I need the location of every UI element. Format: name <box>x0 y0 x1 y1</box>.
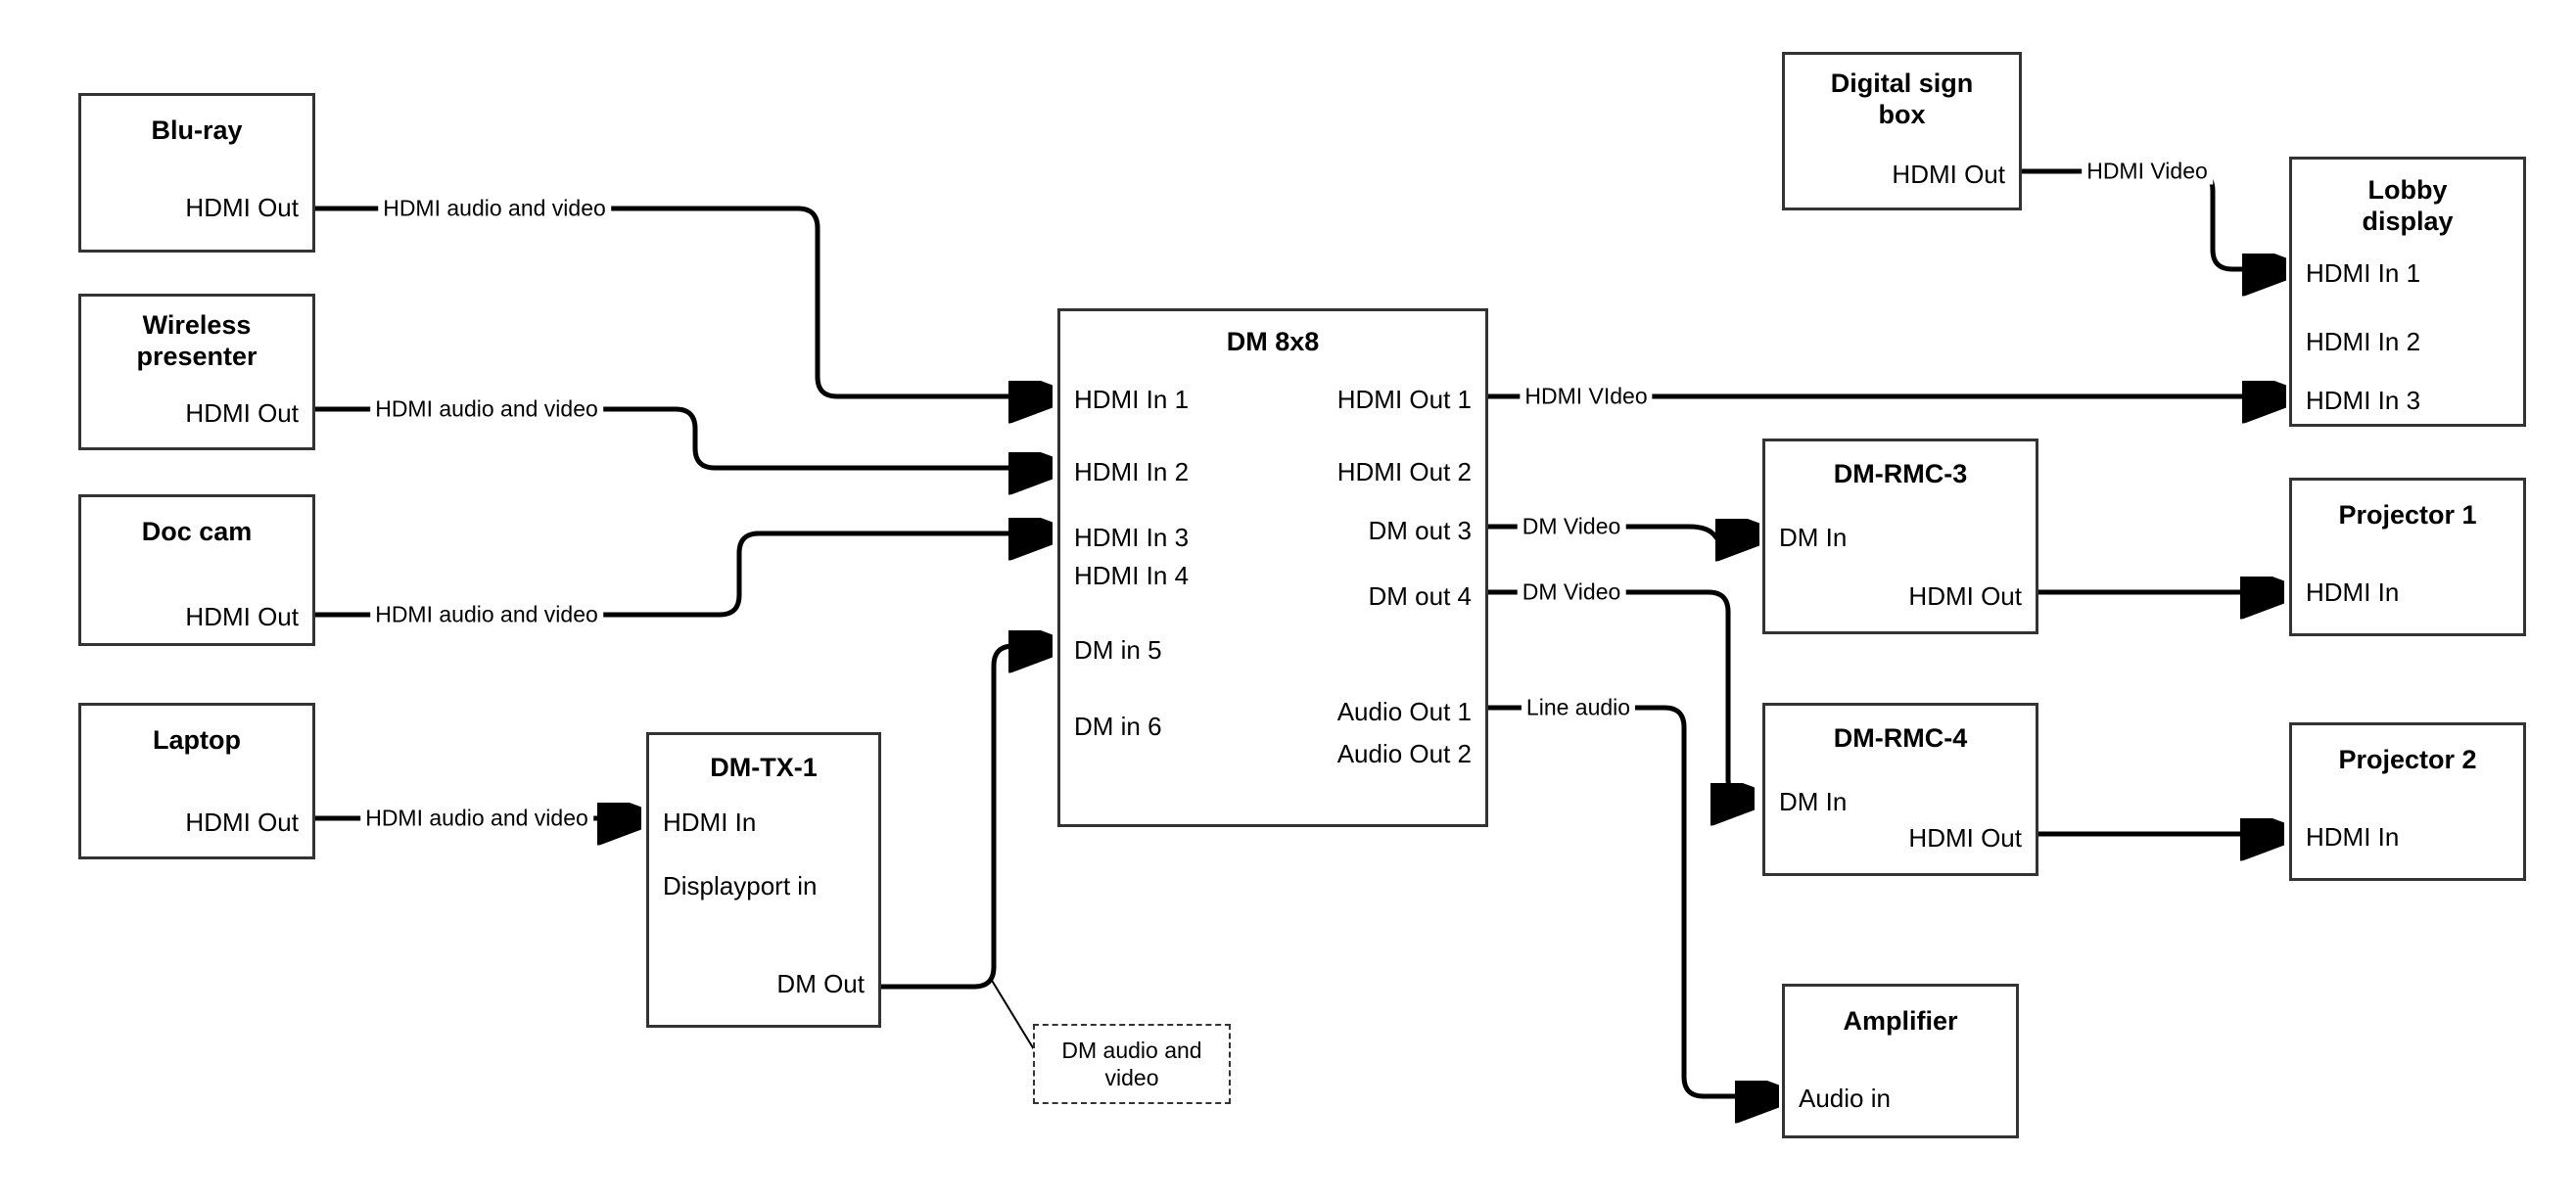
wire-label-doccam: HDMI audio and video <box>370 601 603 628</box>
node-projector-1-title: Projector 1 <box>2338 500 2477 530</box>
node-dm-8x8-title: DM 8x8 <box>1226 327 1320 356</box>
node-digital-sign-box-port-hdmi-out[interactable]: HDMI Out <box>1892 160 2005 189</box>
node-dm-8x8-port-audio-out-1[interactable]: Audio Out 1 <box>1336 697 1472 726</box>
node-wireless-presenter-port-hdmi-out[interactable]: HDMI Out <box>185 398 299 428</box>
node-doc-cam-title: Doc cam <box>141 517 253 546</box>
node-lobby-display[interactable]: Lobby display HDMI In 1 HDMI In 2 HDMI I… <box>2289 157 2526 427</box>
node-doc-cam[interactable]: Doc cam HDMI Out <box>78 494 315 646</box>
wire-label-laptop: HDMI audio and video <box>360 805 593 832</box>
node-dm-8x8[interactable]: DM 8x8 HDMI In 1 HDMI In 2 HDMI In 3 HDM… <box>1057 308 1488 827</box>
node-dm-tx-1-title: DM-TX-1 <box>710 753 818 782</box>
node-bluray[interactable]: Blu-ray HDMI Out <box>78 93 315 253</box>
node-lobby-display-port-hdmi-in-2[interactable]: HDMI In 2 <box>2306 327 2421 356</box>
wire-audio-out-1-to-amplifier <box>1488 705 1772 1096</box>
note-dm-audio-and-video: DM audio and video <box>1033 1024 1231 1104</box>
wire-label-dm-out-4: DM Video <box>1517 578 1626 606</box>
node-lobby-display-title-line1: Lobby <box>2367 175 2448 205</box>
node-dm-rmc-4-port-hdmi-out[interactable]: HDMI Out <box>1908 823 2022 853</box>
node-dm-8x8-port-hdmi-in-3[interactable]: HDMI In 3 <box>1074 523 1190 552</box>
wire-label-bluray: HDMI audio and video <box>378 195 611 222</box>
wire-dmtx1-to-dm-in-5 <box>881 646 1046 990</box>
node-dm-8x8-port-dm-in-5[interactable]: DM in 5 <box>1074 635 1162 665</box>
node-dm-8x8-port-dm-out-3[interactable]: DM out 3 <box>1368 516 1473 545</box>
node-laptop-port-hdmi-out[interactable]: HDMI Out <box>185 808 299 837</box>
node-dm-tx-1-port-dm-out[interactable]: DM Out <box>776 969 865 998</box>
node-projector-2[interactable]: Projector 2 HDMI In <box>2289 722 2526 881</box>
node-dm-rmc-3-port-dm-in[interactable]: DM In <box>1779 523 1848 552</box>
node-dm-8x8-port-hdmi-in-1[interactable]: HDMI In 1 <box>1074 385 1190 414</box>
node-wireless-presenter-title-line1: Wireless <box>142 310 252 340</box>
wire-label-dm-out-3: DM Video <box>1517 513 1626 540</box>
node-bluray-port-hdmi-out[interactable]: HDMI Out <box>185 193 299 222</box>
node-laptop[interactable]: Laptop HDMI Out <box>78 703 315 859</box>
node-amplifier-title: Amplifier <box>1843 1006 1958 1036</box>
node-digital-sign-box-title-line2: box <box>1878 100 1926 129</box>
node-dm-8x8-port-hdmi-in-2[interactable]: HDMI In 2 <box>1074 457 1190 486</box>
node-digital-sign-box[interactable]: Digital sign box HDMI Out <box>1782 52 2022 210</box>
wire-digitalsign-to-lobby-hdmi-in-1 <box>2022 168 2279 269</box>
node-projector-2-port-hdmi-in[interactable]: HDMI In <box>2306 822 2400 852</box>
note-line-2: video <box>1104 1065 1159 1090</box>
note-line-1: DM audio and <box>1061 1037 1202 1063</box>
node-dm-8x8-port-dm-out-4[interactable]: DM out 4 <box>1368 581 1473 611</box>
node-dm-8x8-port-hdmi-out-1[interactable]: HDMI Out 1 <box>1336 385 1472 414</box>
node-dm-rmc-4[interactable]: DM-RMC-4 DM In HDMI Out <box>1762 703 2038 876</box>
node-amplifier-port-audio-in[interactable]: Audio in <box>1799 1084 1891 1113</box>
node-laptop-title: Laptop <box>153 725 241 755</box>
node-dm-tx-1[interactable]: DM-TX-1 HDMI In Displayport in DM Out <box>646 732 881 1028</box>
node-lobby-display-port-hdmi-in-3[interactable]: HDMI In 3 <box>2306 386 2421 415</box>
node-dm-tx-1-port-hdmi-in[interactable]: HDMI In <box>663 808 757 837</box>
node-dm-8x8-port-hdmi-out-2[interactable]: HDMI Out 2 <box>1336 457 1472 486</box>
node-dm-rmc-3-port-hdmi-out[interactable]: HDMI Out <box>1908 581 2022 611</box>
node-bluray-title: Blu-ray <box>151 115 243 145</box>
node-doc-cam-port-hdmi-out[interactable]: HDMI Out <box>185 602 299 631</box>
wire-label-digital-sign: HDMI Video <box>2082 158 2213 185</box>
wire-label-hdmi-out-1: HDMI VIdeo <box>1520 383 1653 410</box>
node-dm-8x8-port-hdmi-in-4[interactable]: HDMI In 4 <box>1074 561 1190 590</box>
node-dm-8x8-port-dm-in-6[interactable]: DM in 6 <box>1074 712 1162 741</box>
node-projector-1-port-hdmi-in[interactable]: HDMI In <box>2306 577 2400 607</box>
node-dm-rmc-4-port-dm-in[interactable]: DM In <box>1779 787 1848 816</box>
node-projector-1[interactable]: Projector 1 HDMI In <box>2289 478 2526 636</box>
node-wireless-presenter-title-line2: presenter <box>136 342 258 371</box>
wire-label-wireless: HDMI audio and video <box>370 395 603 423</box>
wire-label-audio-out-1: Line audio <box>1521 694 1636 721</box>
node-amplifier[interactable]: Amplifier Audio in <box>1782 984 2019 1138</box>
node-lobby-display-port-hdmi-in-1[interactable]: HDMI In 1 <box>2306 258 2421 288</box>
node-projector-2-title: Projector 2 <box>2338 745 2477 774</box>
node-wireless-presenter[interactable]: Wireless presenter HDMI Out <box>78 294 315 450</box>
node-digital-sign-box-title-line1: Digital sign <box>1830 69 1974 98</box>
node-dm-8x8-port-audio-out-2[interactable]: Audio Out 2 <box>1336 739 1472 768</box>
node-dm-rmc-3[interactable]: DM-RMC-3 DM In HDMI Out <box>1762 439 2038 634</box>
node-dm-tx-1-port-displayport-in[interactable]: Displayport in <box>663 871 818 901</box>
node-lobby-display-title-line2: display <box>2362 207 2454 236</box>
node-dm-rmc-3-title: DM-RMC-3 <box>1833 459 1968 488</box>
wire-bluray-to-hdmi-in-1 <box>315 206 1046 396</box>
node-dm-rmc-4-title: DM-RMC-4 <box>1833 723 1968 753</box>
